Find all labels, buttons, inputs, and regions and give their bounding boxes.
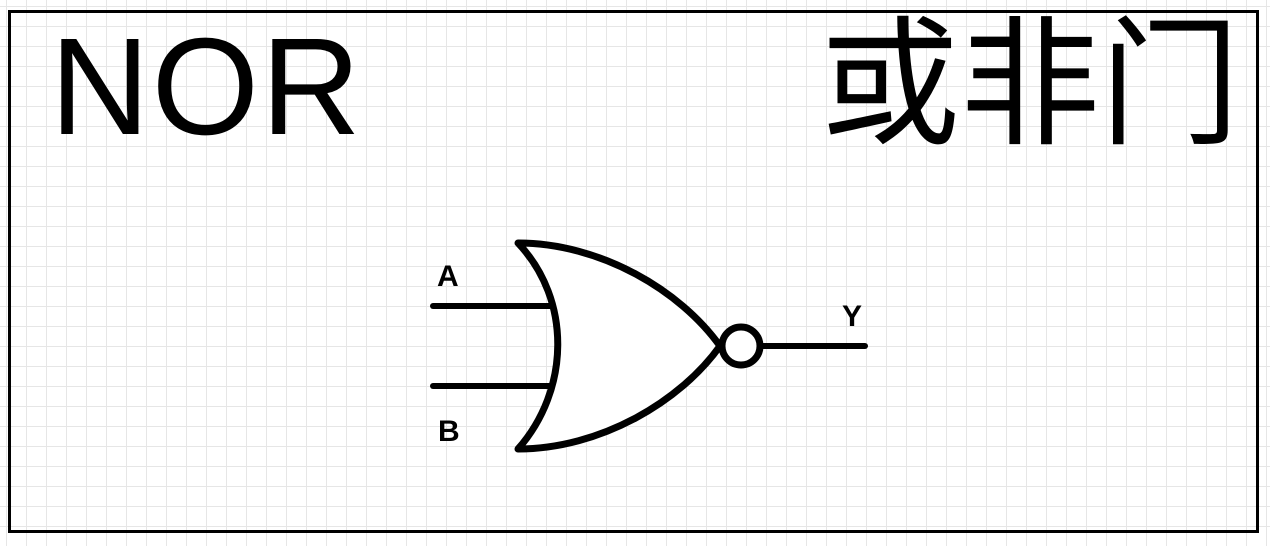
input-label-b: B (438, 415, 460, 448)
input-label-a: A (437, 260, 459, 293)
or-gate-body (514, 239, 724, 453)
output-label-y: Y (842, 300, 862, 333)
inversion-bubble (718, 323, 764, 369)
diagram-frame (8, 10, 1259, 533)
gate-title-english: NOR (50, 10, 363, 164)
gate-title-chinese: 或非门 (819, 4, 1240, 167)
